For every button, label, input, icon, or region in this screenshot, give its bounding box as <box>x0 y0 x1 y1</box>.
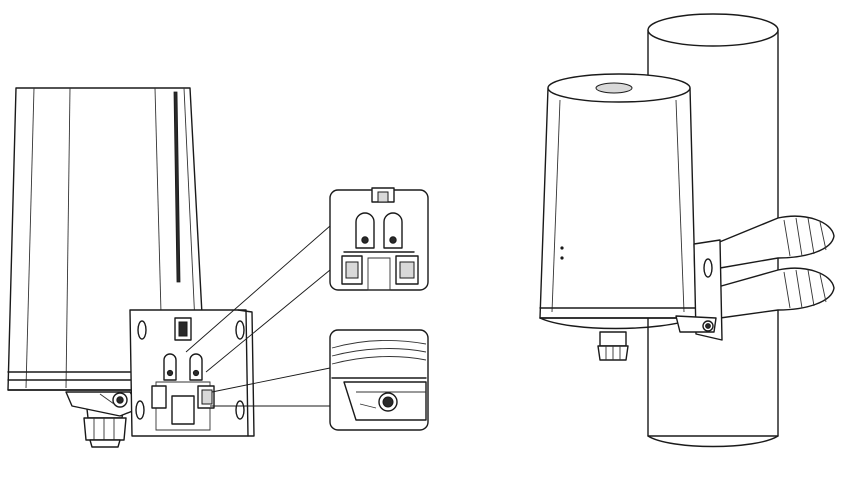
zoom-inset-screw <box>329 329 429 431</box>
pole-clamp-straps <box>699 215 835 319</box>
left-mounting-plate <box>129 309 255 437</box>
right-antenna-body <box>539 73 697 330</box>
right-cable-gland <box>597 331 629 361</box>
left-bracket-arm <box>65 391 141 417</box>
zoom-inset-keyholes <box>329 187 429 291</box>
callout-lines <box>185 225 331 407</box>
right-pole-bracket <box>675 239 723 341</box>
